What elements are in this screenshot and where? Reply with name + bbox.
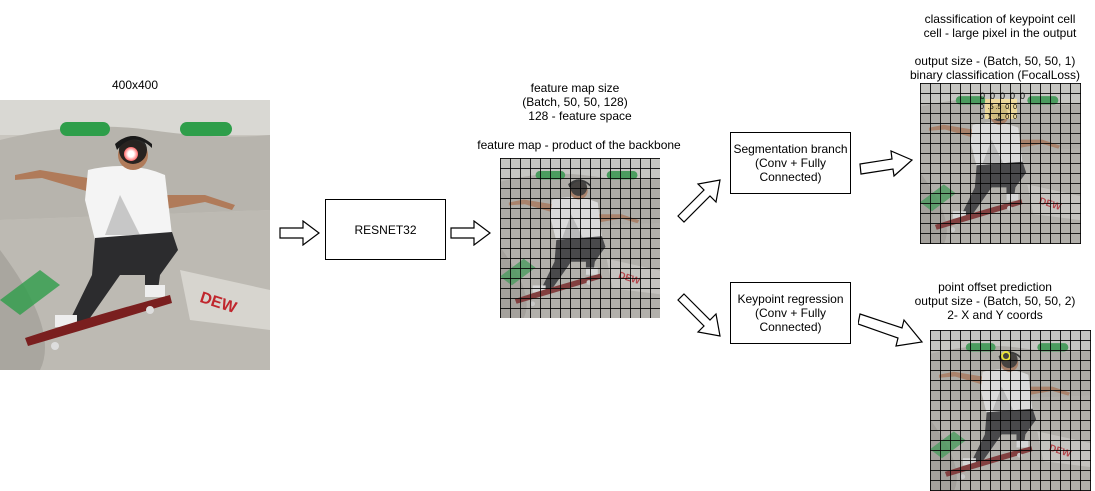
keypoint-line2: (Conv + Fully [754,306,827,320]
offset-out2: 2- X and Y coords [947,308,1043,322]
classification-out1: output size - (Batch, 50, 50, 1) [914,54,1076,68]
keypoint-regression-box: Keypoint regression (Conv + Fully Connec… [730,282,851,344]
keypoint-line1: Keypoint regression [737,292,844,306]
classification-title1: classification of keypoint cell [924,12,1076,26]
feature-map-image [500,158,660,318]
arrow-to-keypoint [677,293,721,337]
segmentation-line2: (Conv + Fully [754,156,827,170]
cell-values-row1: 0 0 0 0 0 [980,91,1026,101]
classification-title2: cell - large pixel in the output [923,26,1077,40]
keypoint-line3: Connected) [759,320,822,334]
feature-map-caption: feature map - product of the backbone [477,138,681,152]
segmentation-branch-box: Segmentation branch (Conv + Fully Connec… [730,132,851,194]
keypoint-marker [124,147,138,161]
classification-output-image: 0 0 0 0 0 0 .5 .5 0 0 0 1 .5 0 0 [920,83,1081,244]
offset-output-image [930,330,1091,491]
input-image [0,100,270,370]
offset-out1: output size - (Batch, 50, 50, 2) [914,294,1076,308]
cell-values-row2: 0 .5 .5 0 0 [980,104,1017,111]
feature-map-size-shape: (Batch, 50, 50, 128) [522,95,628,109]
segmentation-line1: Segmentation branch [733,142,848,156]
offset-title: point offset prediction [938,280,1052,294]
backbone-box: RESNET32 [325,199,446,260]
arrow-keypoint-to-offset [858,313,924,347]
backbone-label: RESNET32 [354,222,417,237]
arrow-segmentation-to-classification [859,150,914,178]
segmentation-line3: Connected) [759,170,822,184]
arrow-backbone-to-feature-map [450,220,491,246]
cell-values-row3: 0 1 .5 0 0 [980,114,1017,121]
input-size-label: 400x400 [111,78,159,92]
feature-map-size-desc: 128 - feature space [528,109,632,123]
feature-map-size-title: feature map size [530,81,620,95]
arrow-input-to-backbone [279,220,320,246]
classification-out2: binary classification (FocalLoss) [909,68,1081,82]
offset-keypoint-marker [1001,351,1011,361]
arrow-to-segmentation [677,179,721,223]
